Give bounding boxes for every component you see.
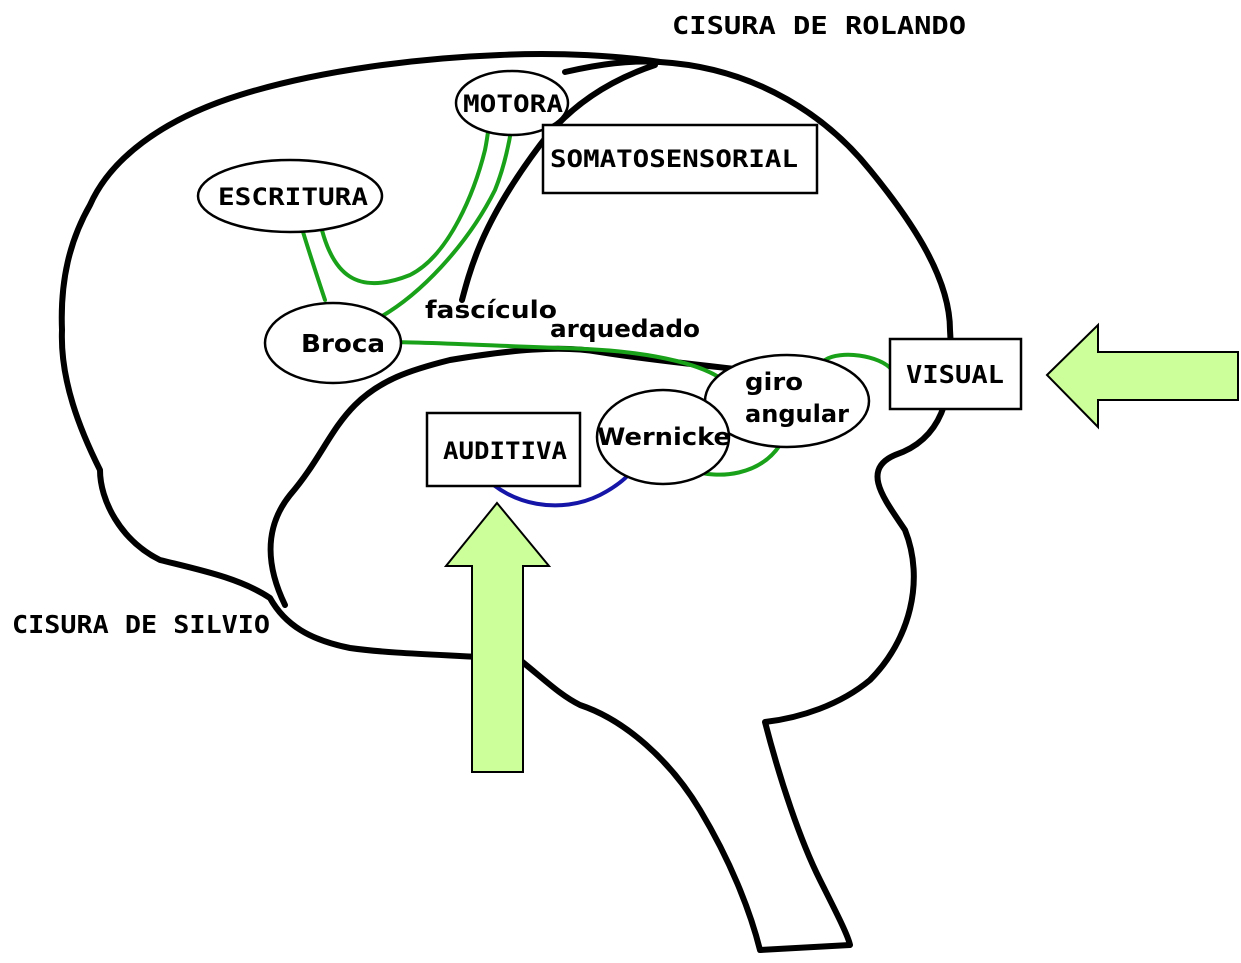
rolando-label: CISURA DE ROLANDO (672, 11, 966, 40)
auditory-input-arrow (446, 503, 549, 772)
visual-label: VISUAL (906, 360, 1004, 389)
fasciculo-label: fascículo (425, 296, 557, 324)
giro-label-line2: angular (745, 400, 849, 428)
arquedado-label: arquedado (550, 315, 700, 343)
escritura-label: ESCRITURA (218, 183, 369, 211)
auditiva-label: AUDITIVA (443, 437, 568, 465)
broca-label: Broca (301, 329, 385, 358)
motora-label: MOTORA (463, 90, 564, 118)
somatosensorial-label: SOMATOSENSORIAL (550, 145, 798, 173)
arcuate-fasciculus-path (388, 342, 735, 393)
visual-input-arrow (1047, 325, 1238, 427)
wernicke-label: Wernicke (597, 423, 731, 451)
silvio-label: CISURA DE SILVIO (12, 610, 270, 639)
giro-label-line1: giro (745, 368, 803, 396)
